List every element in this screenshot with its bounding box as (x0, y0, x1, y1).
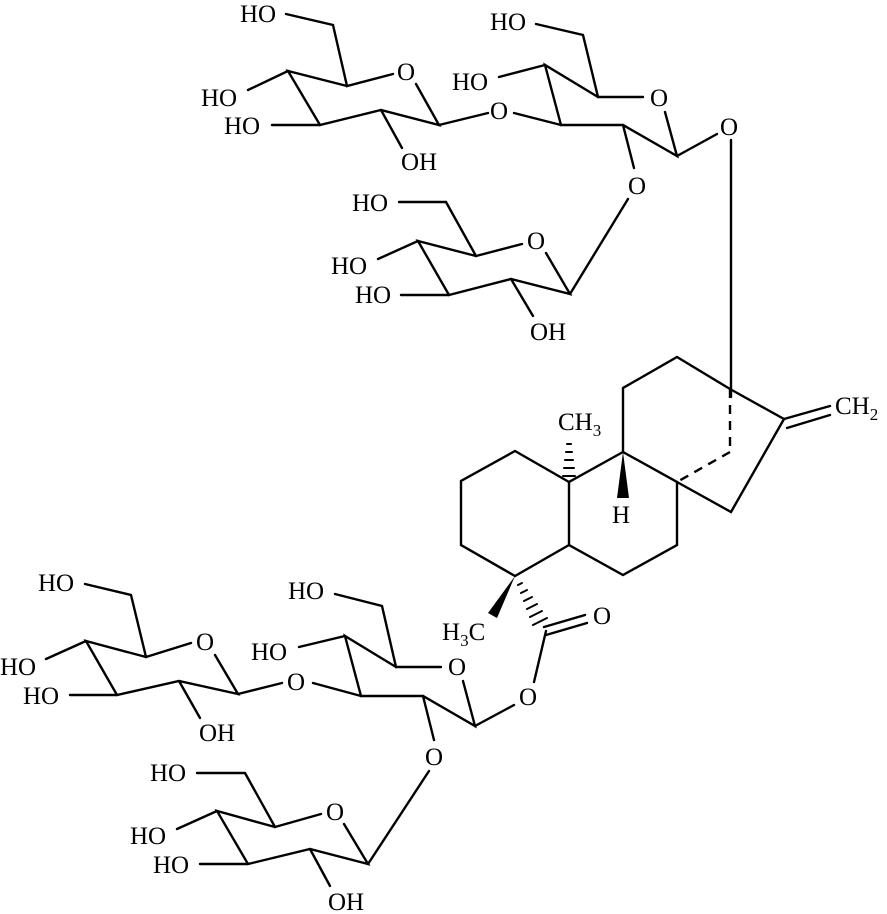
glucose-top-right: HO O HO O O O (452, 9, 738, 200)
label-ho: HO (288, 578, 324, 605)
label-h3c: H3C (442, 619, 485, 650)
label-ch3: CH3 (558, 409, 601, 440)
label-oh: OH (328, 889, 364, 914)
label-ho: HO (150, 760, 186, 787)
glucose-top-left: HO O HO HO OH (201, 1, 490, 176)
label-oh: OH (530, 319, 566, 346)
label-oh: OH (199, 720, 235, 747)
label-carbonyl-o: O (593, 603, 611, 630)
label-ring-o: O (326, 799, 344, 826)
steviol-core: CH3 H CH2 H3C O O (442, 138, 878, 711)
label-ch2: CH2 (835, 393, 878, 424)
label-oh: OH (401, 149, 437, 176)
label-o-link: O (287, 669, 305, 696)
label-anomeric-o: O (720, 114, 738, 141)
label-ho: HO (331, 253, 367, 280)
glucose-middle: HO O HO HO OH (331, 190, 630, 346)
label-ho: HO (0, 654, 36, 681)
label-ho: HO (240, 1, 276, 28)
glucose-bottom-right: HO O HO O O (251, 578, 516, 771)
solid-wedge-methyl (488, 576, 515, 618)
hashed-wedge-carboxyl (517, 582, 548, 626)
label-ho: HO (352, 190, 388, 217)
label-ring-o: O (397, 59, 415, 86)
label-ho: HO (23, 683, 59, 710)
label-ho: HO (130, 823, 166, 850)
label-ho: HO (490, 9, 526, 36)
hashed-wedge-methyl (562, 443, 576, 477)
label-h: H (612, 502, 630, 529)
label-ho: HO (224, 113, 260, 140)
label-ho: HO (153, 852, 189, 879)
label-ho: HO (251, 639, 287, 666)
label-ho: HO (452, 69, 488, 96)
label-ring-o: O (196, 629, 214, 656)
solid-wedge-h (617, 452, 629, 498)
label-ho: HO (38, 570, 74, 597)
label-ho: HO (355, 282, 391, 309)
label-ring-o: O (527, 228, 545, 255)
label-o-link: O (425, 744, 443, 771)
label-o-link: O (490, 98, 508, 125)
glucose-bottom: HO O HO HO OH (130, 760, 431, 914)
label-o-link: O (628, 173, 646, 200)
label-ring-o: O (650, 85, 668, 112)
label-ester-o: O (519, 684, 537, 711)
glucose-bottom-left: HO O HO HO OH (0, 570, 284, 747)
label-ho: HO (201, 85, 237, 112)
label-ring-o: O (448, 654, 466, 681)
